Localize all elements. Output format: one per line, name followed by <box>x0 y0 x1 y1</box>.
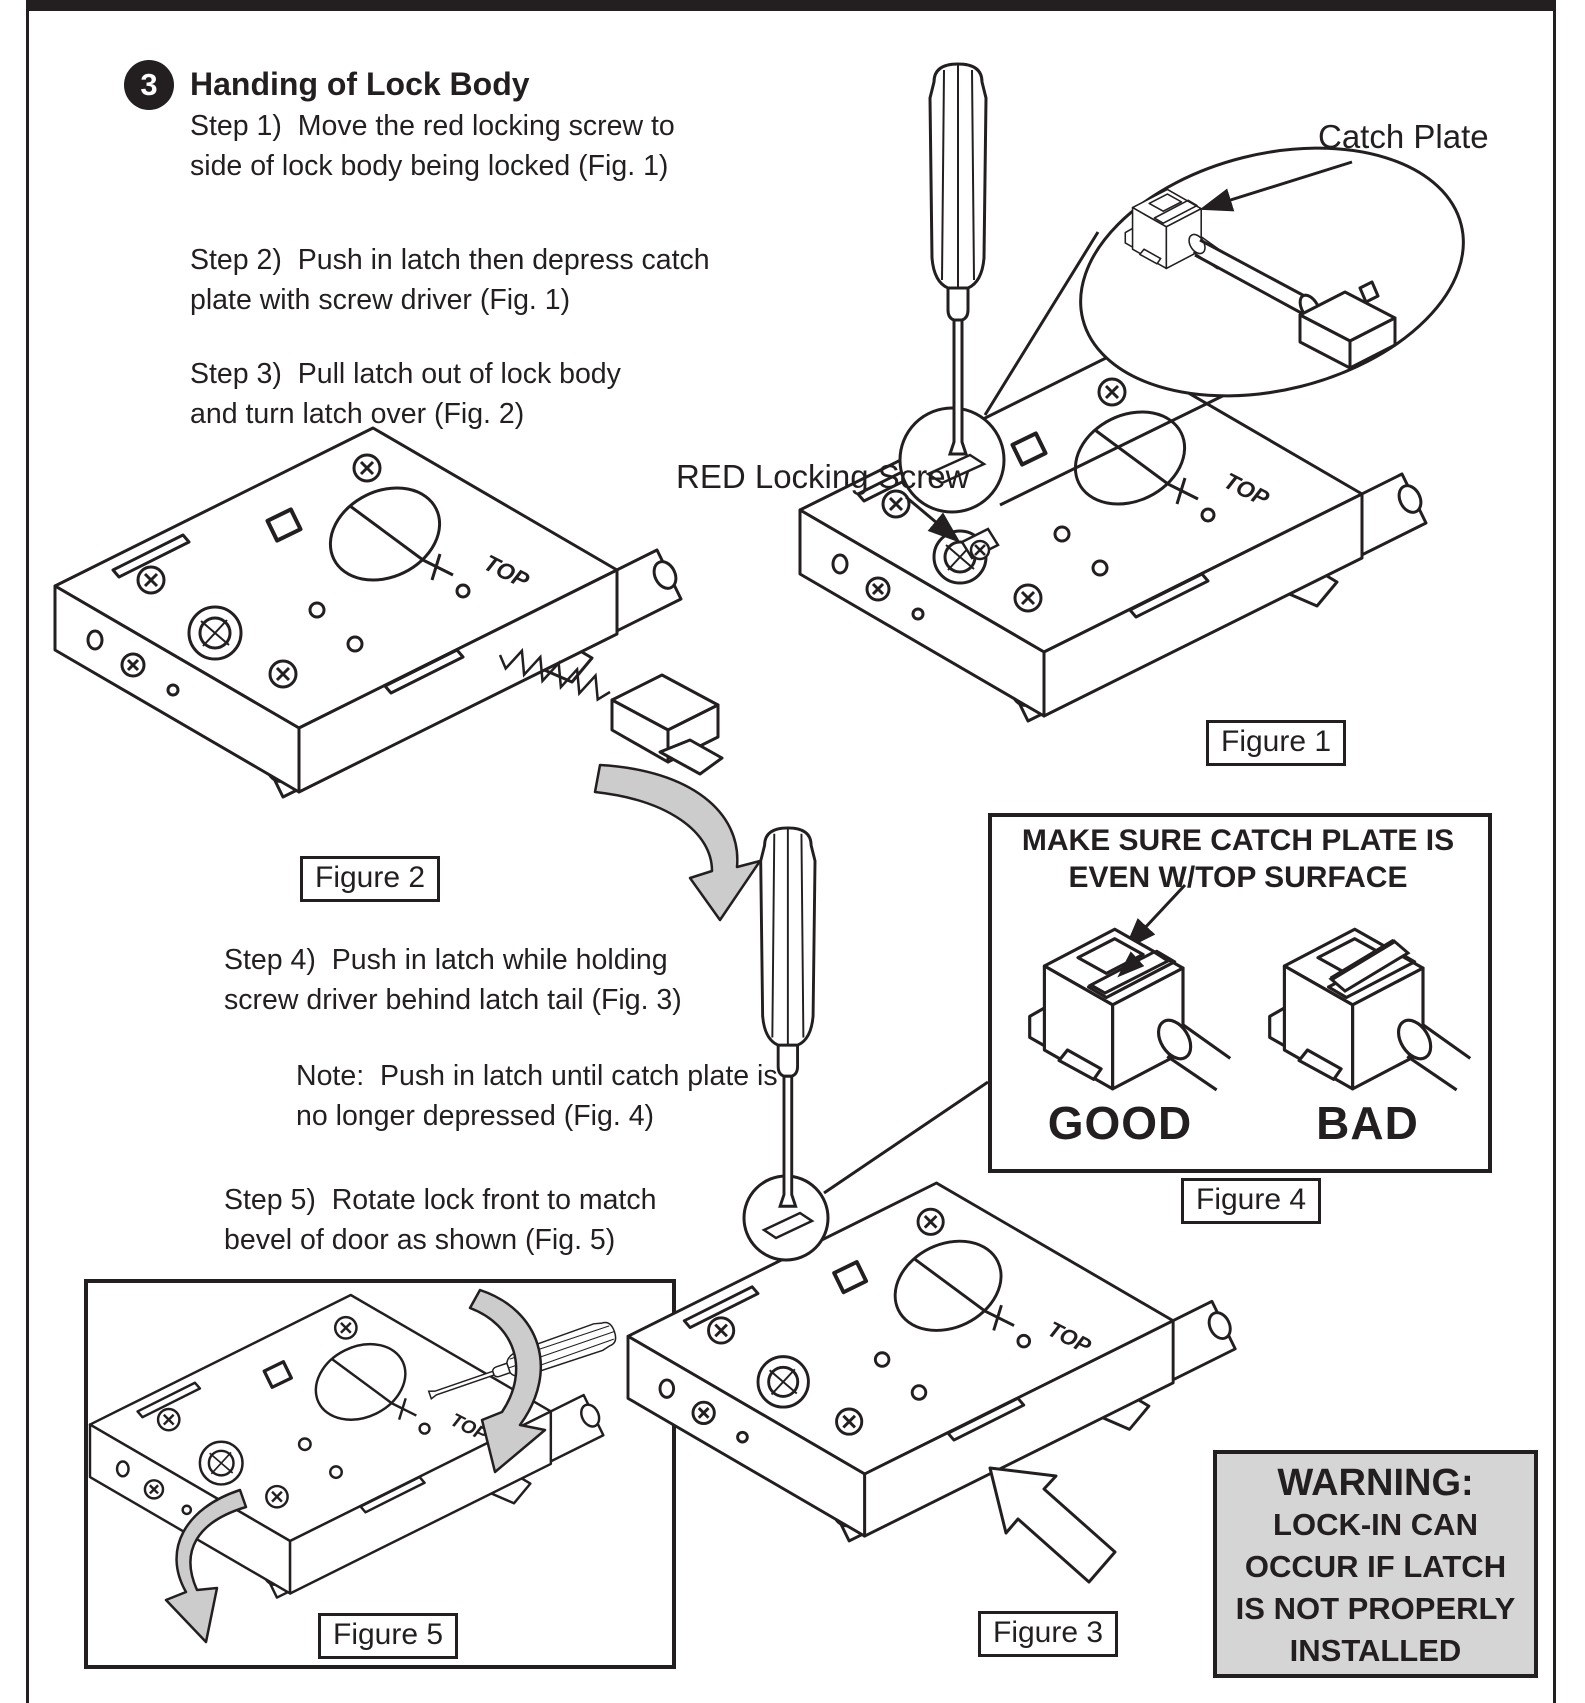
page-border-left <box>26 0 29 1703</box>
screwdriver-fig3 <box>759 826 817 1208</box>
figure3-illustration: TOP <box>626 826 1238 1584</box>
red-screw-leader <box>905 495 961 543</box>
page-border-right <box>1553 0 1556 1703</box>
screwdriver-target-circle <box>898 406 1006 514</box>
rotate-arrow-fig5-bottom <box>164 1488 248 1644</box>
figure4-leader <box>1123 883 1187 951</box>
screwdriver-fig1 <box>928 62 988 456</box>
warning-box <box>1213 1450 1538 1678</box>
removed-latch <box>610 673 724 776</box>
rotate-arrow-fig2 <box>593 763 762 922</box>
figure2-illustration: TOP <box>53 426 762 922</box>
rotate-arrow-fig5-top <box>468 1288 547 1474</box>
figure1-illustration: TOP <box>798 62 1465 723</box>
figure4-illustration <box>1028 883 1472 1092</box>
latch-spring <box>498 647 611 702</box>
push-arrow <box>988 1466 1117 1584</box>
catch-plate-leader <box>1199 160 1353 212</box>
page-top-bar <box>28 0 1555 11</box>
latch-foot <box>1298 280 1397 370</box>
red-locking-screw <box>960 527 1000 561</box>
figure5-illustration: TOP <box>88 1288 620 1644</box>
